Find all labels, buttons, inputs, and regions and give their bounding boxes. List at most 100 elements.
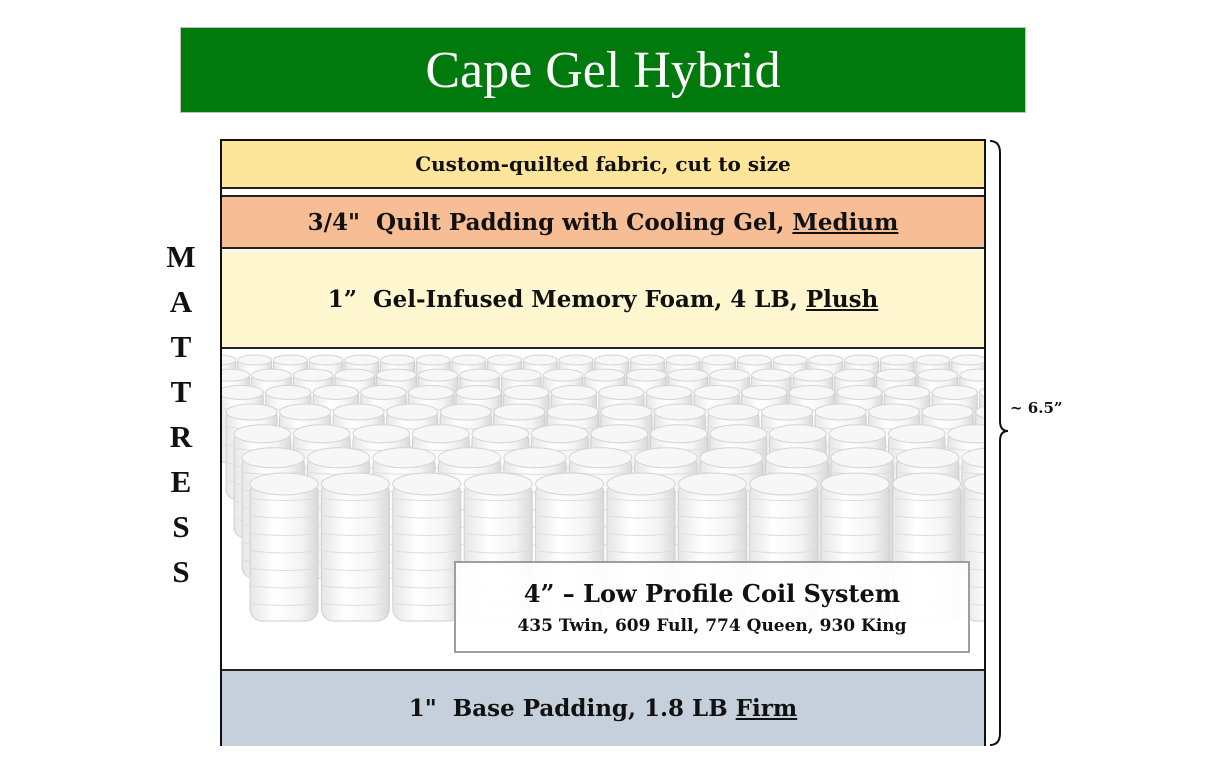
coil-top — [761, 403, 813, 421]
coil-top — [249, 472, 319, 496]
coil-top — [699, 447, 763, 469]
coil-band — [394, 515, 459, 519]
coil-top — [542, 368, 584, 382]
coil-top — [892, 472, 962, 496]
coil-band — [505, 471, 565, 475]
coil-top — [868, 403, 921, 421]
coil-top — [626, 368, 667, 382]
coil-band — [323, 550, 388, 554]
coil-band — [251, 515, 317, 519]
coil-top — [737, 354, 772, 366]
total-height-label: ~ 6.5” — [1010, 399, 1063, 417]
coil-band — [251, 550, 317, 554]
coil-top — [487, 354, 523, 366]
coil-top — [921, 403, 974, 421]
coil-band — [823, 533, 888, 536]
title-banner: Cape Gel Hybrid — [180, 27, 1026, 113]
coil-top — [701, 354, 737, 366]
coil-top — [233, 424, 292, 444]
coil-band — [823, 498, 888, 501]
coil-top — [265, 384, 312, 400]
coil-band — [680, 550, 745, 554]
coil-band — [608, 533, 674, 536]
coil-top — [917, 368, 959, 382]
coil-band — [394, 603, 459, 606]
coil-top — [915, 354, 951, 366]
coil-top — [352, 424, 411, 444]
coil-system-callout: 4” – Low Profile Coil System 435 Twin, 6… — [454, 561, 970, 653]
coil-top — [765, 447, 829, 469]
coil-band — [680, 498, 745, 501]
coil-top — [749, 472, 819, 496]
coil-band — [823, 550, 888, 554]
coil-top — [629, 354, 665, 366]
coil-top — [241, 447, 305, 469]
coil-band — [323, 515, 388, 519]
coil-top — [471, 424, 530, 444]
coil-top — [645, 384, 693, 400]
coil-band — [965, 568, 984, 571]
side-letter: S — [172, 554, 190, 589]
coil-band — [894, 550, 959, 554]
side-letter: E — [170, 464, 192, 499]
coil-top — [975, 405, 984, 419]
side-letter: A — [169, 284, 193, 319]
coil-top — [550, 384, 598, 400]
coil-band — [251, 533, 317, 536]
coil-top — [667, 368, 709, 382]
coil-top — [344, 354, 380, 366]
coil-top — [392, 472, 462, 496]
coil-band — [965, 515, 984, 519]
coil-top — [959, 368, 984, 382]
coil-band — [466, 498, 531, 501]
coil-top — [251, 368, 292, 382]
coil-top — [820, 472, 890, 496]
coil-top — [836, 384, 883, 400]
coil-top — [707, 403, 760, 421]
coil-band — [537, 533, 602, 536]
coil-band — [537, 550, 602, 554]
coil-top — [883, 384, 931, 400]
coil-band — [894, 515, 959, 519]
coil-system-image — [222, 351, 984, 669]
coil-top — [306, 447, 371, 469]
coil-top — [879, 354, 915, 366]
coil-pocket — [320, 480, 390, 622]
layer-fabric: Custom-quilted fabric, cut to size — [222, 141, 984, 189]
coil-top — [308, 354, 344, 366]
coil-top — [772, 354, 808, 366]
coil-top — [606, 472, 676, 496]
coil-top — [332, 403, 385, 421]
coil-top — [665, 354, 701, 366]
coil-top — [808, 354, 844, 366]
coil-top — [814, 403, 867, 421]
layer-foam-label: 1” Gel-Infused Memory Foam, 4 LB, — [327, 285, 806, 313]
coil-top — [415, 354, 451, 366]
coil-top — [830, 447, 894, 469]
coil-band — [251, 498, 317, 501]
coil-band — [251, 568, 317, 571]
coil-top — [459, 368, 501, 382]
layer-base-firmness: Firm — [735, 695, 798, 722]
side-letter: T — [170, 329, 192, 364]
coil-top — [376, 368, 417, 382]
coil-top — [634, 447, 698, 469]
coil-top — [412, 424, 470, 444]
coil-top — [222, 354, 237, 366]
coil-top — [334, 368, 376, 382]
coil-top — [828, 424, 887, 444]
coil-top — [896, 447, 960, 469]
coil-band — [965, 533, 984, 536]
coil-top — [590, 424, 649, 444]
coil-top — [360, 384, 407, 400]
side-letter: M — [166, 239, 196, 274]
coil-band — [394, 585, 459, 589]
coil-top — [503, 447, 567, 469]
layer-quilt-label: 3/4" Quilt Padding with Cooling Gel, — [307, 208, 793, 236]
mattress-layer-stack: Custom-quilted fabric, cut to size 3/4" … — [220, 139, 986, 746]
layer-quilt-firmness: Medium — [792, 208, 899, 236]
coil-top — [947, 424, 984, 444]
layer-base-padding: 1" Base Padding, 1.8 LB Firm — [222, 669, 984, 746]
coil-band — [965, 498, 984, 501]
coil-band — [894, 498, 959, 501]
